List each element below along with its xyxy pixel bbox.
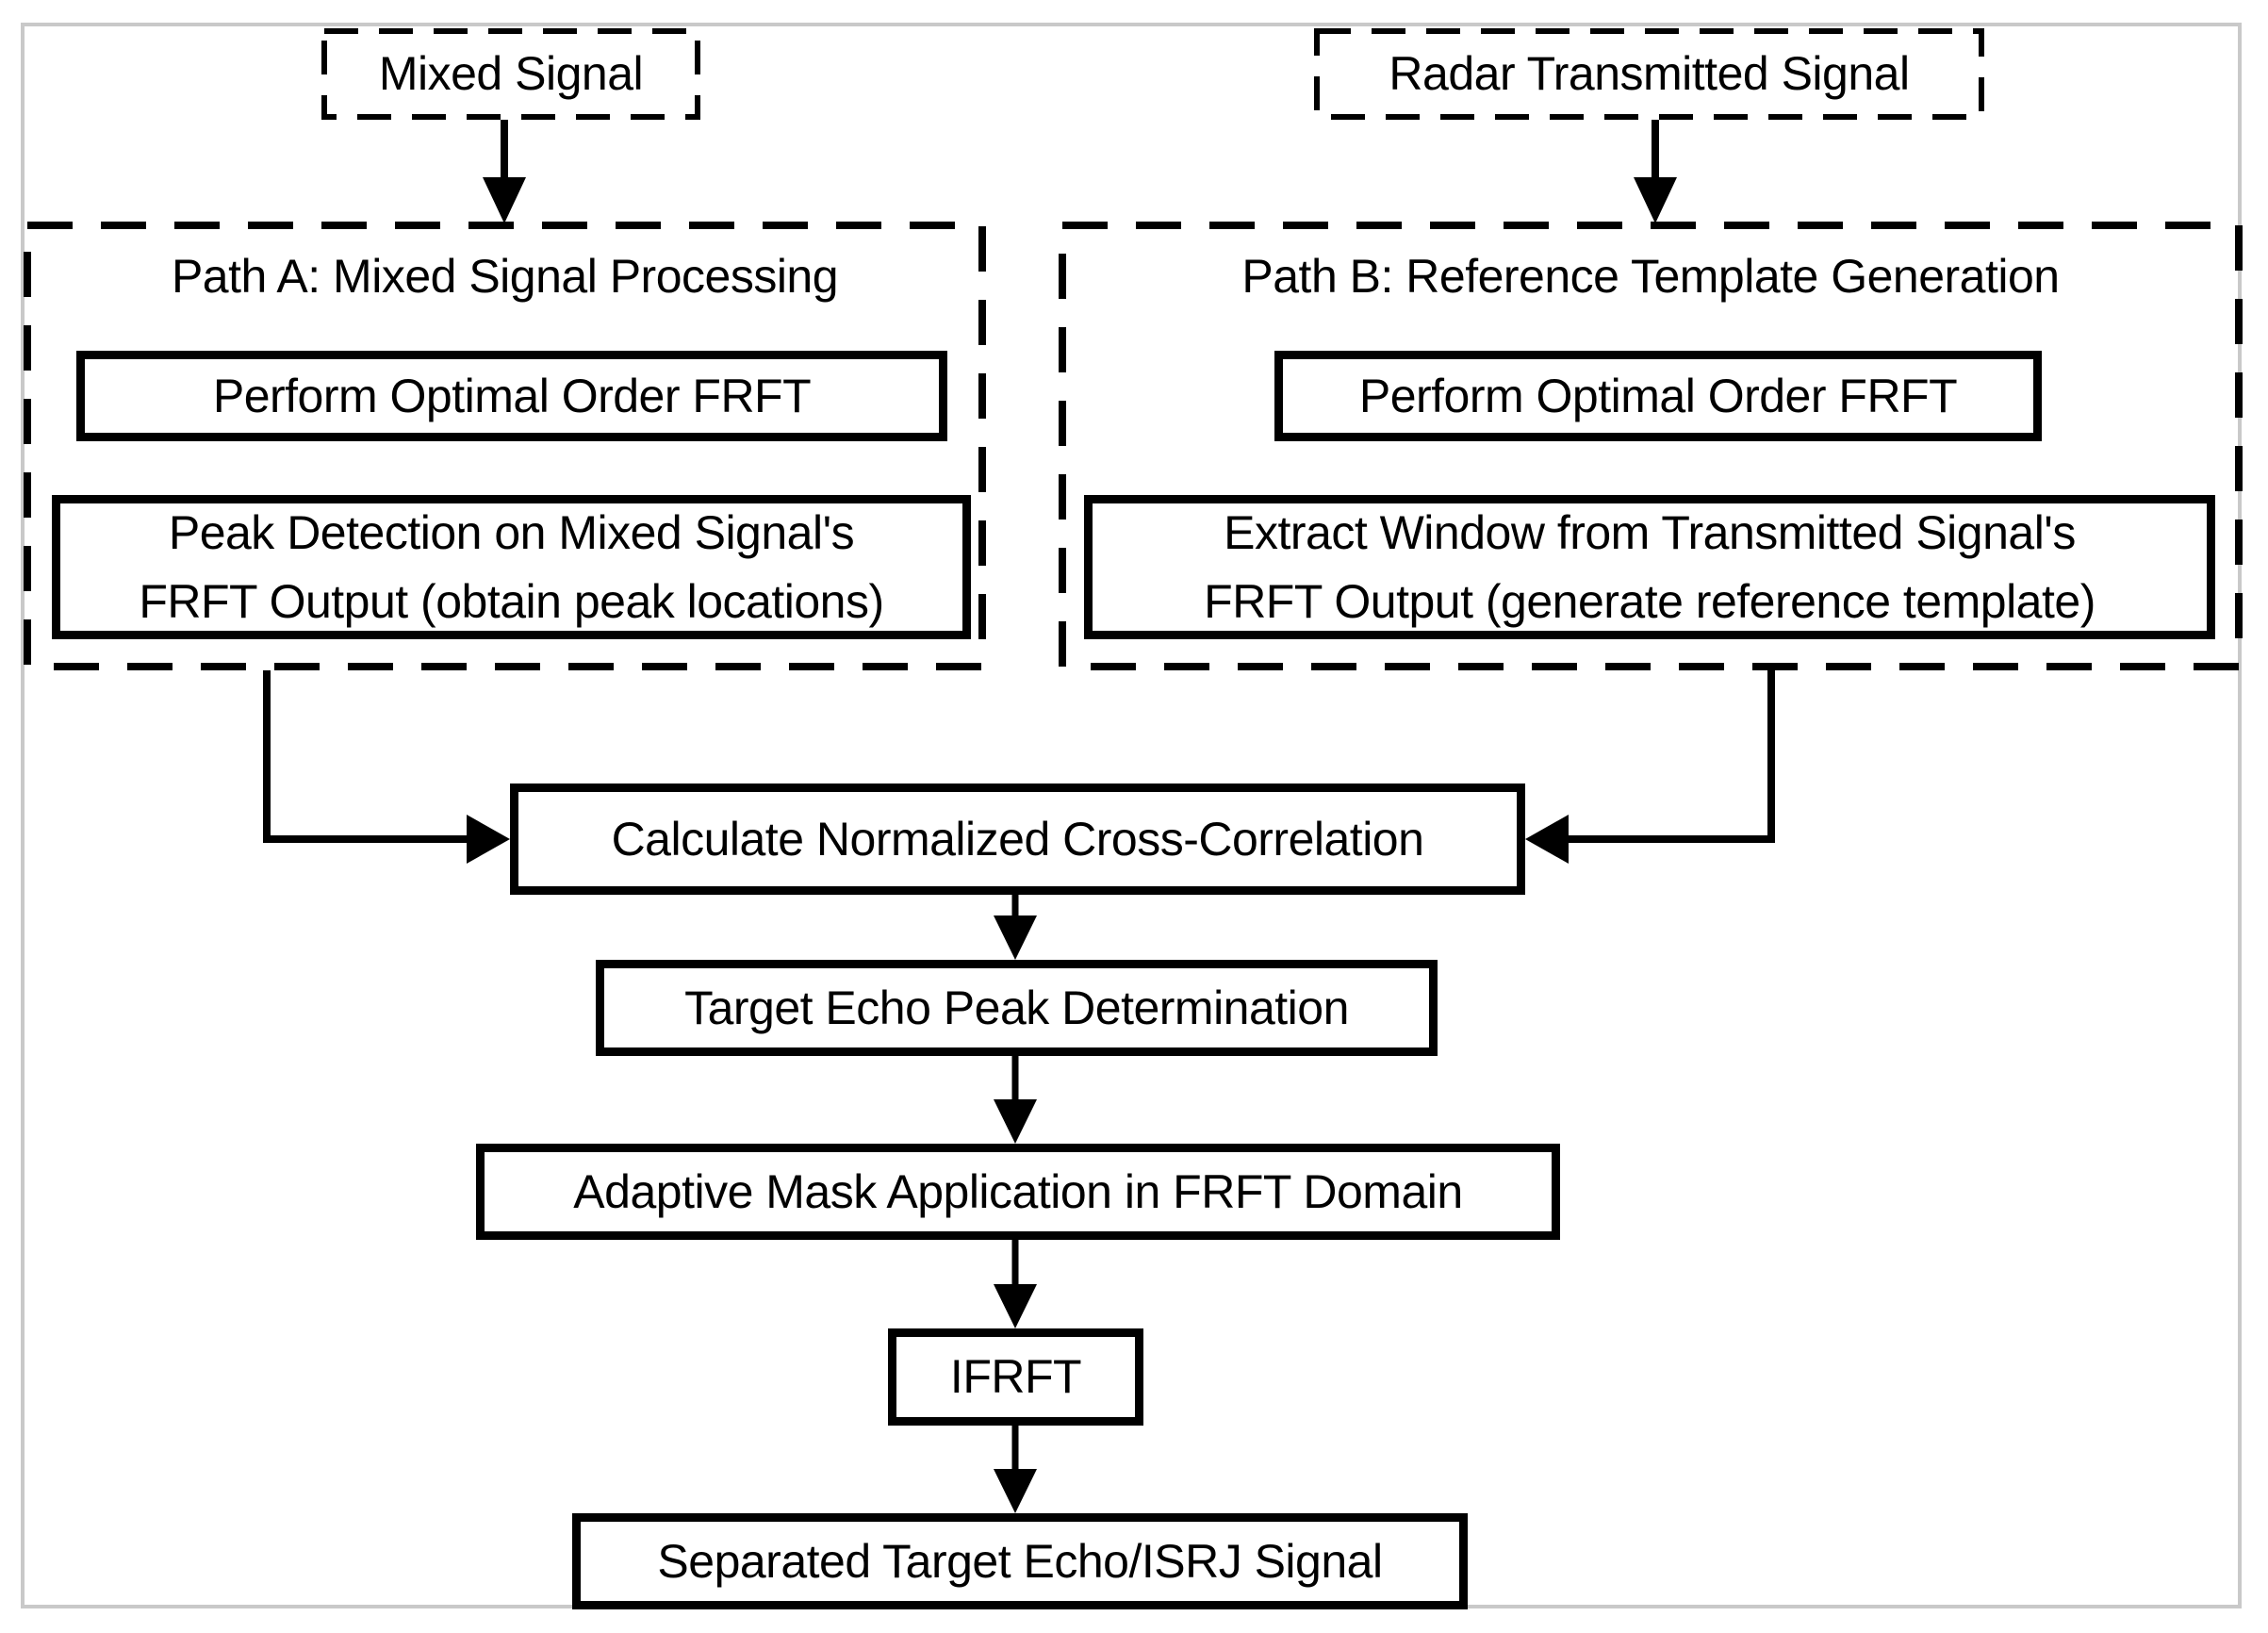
ifrft-box: IFRFT (888, 1328, 1143, 1426)
arrow-radar-to-path-b-head (1634, 177, 1677, 223)
mask-application-box: Adaptive Mask Application in FRFT Domain (476, 1144, 1560, 1240)
elbow-path-b-to-xcorr-head (1525, 815, 1569, 864)
mixed-signal-node: Mixed Signal (378, 47, 644, 101)
elbow-path-a-to-xcorr-head (467, 815, 510, 864)
path-b-extract-window-line1: Extract Window from Transmitted Signal's (1224, 506, 2076, 559)
path-b-extract-window-box: Extract Window from Transmitted Signal's… (1084, 495, 2215, 639)
radar-signal-dashed-border (1314, 28, 1984, 120)
peak-determination-box: Target Echo Peak Determination (596, 960, 1438, 1056)
mixed-signal-dashed-border (321, 28, 700, 120)
elbow-path-b-to-xcorr-line (1567, 670, 1775, 843)
path-a-dashed-border (24, 222, 986, 670)
path-a-peak-detection-line1: Peak Detection on Mixed Signal's (168, 506, 855, 559)
path-a-peak-detection-box: Peak Detection on Mixed Signal's FRFT Ou… (52, 495, 971, 639)
path-a-frft-box: Perform Optimal Order FRFT (76, 351, 947, 441)
path-b-title: Path B: Reference Template Generation (1241, 249, 2060, 303)
elbow-path-a-to-xcorr-line (263, 670, 468, 843)
path-a-peak-detection-line2: FRFT Output (obtain peak locations) (139, 574, 884, 628)
arrow-peak-to-mask-head (994, 1099, 1037, 1144)
arrow-mixed-to-path-a-head (483, 177, 526, 223)
path-b-frft-box: Perform Optimal Order FRFT (1274, 351, 2042, 441)
path-a-title: Path A: Mixed Signal Processing (171, 249, 839, 303)
cross-correlation-box: Calculate Normalized Cross-Correlation (510, 784, 1525, 895)
arrow-ifrft-to-output-head (994, 1469, 1037, 1513)
path-b-dashed-border (1059, 222, 2243, 670)
arrow-mask-to-ifrft-head (994, 1284, 1037, 1328)
output-box: Separated Target Echo/ISRJ Signal (572, 1513, 1468, 1609)
arrow-xcorr-to-peak-head (994, 915, 1037, 960)
radar-signal-node: Radar Transmitted Signal (1389, 47, 1910, 101)
path-b-extract-window-line2: FRFT Output (generate reference template… (1204, 574, 2095, 628)
